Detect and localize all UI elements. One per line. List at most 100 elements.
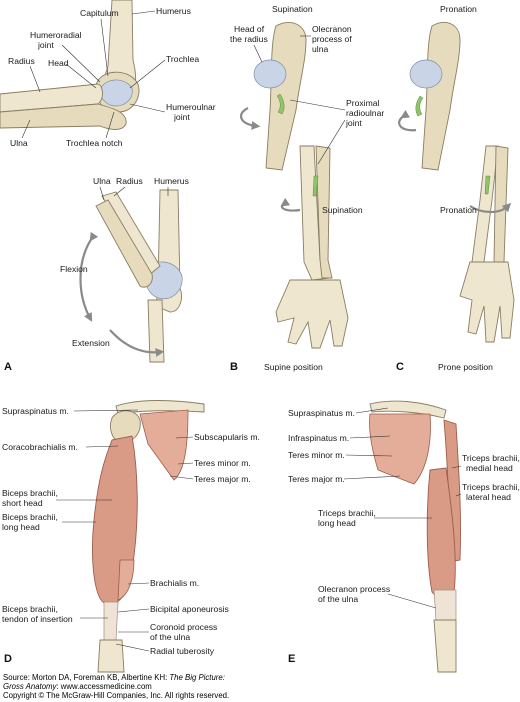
panel-a-flexion: Ulna Radius Humerus Flexion Extension A (4, 176, 189, 373)
label-e-infraspinatus: Infraspinatus m. (288, 433, 349, 443)
title-supination: Supination (272, 4, 313, 14)
label-d-coronoid-2: of the ulna (150, 632, 190, 642)
label-e-triceps-long-1: Triceps brachii, (318, 508, 376, 518)
label-d-subscapularis: Subscapularis m. (194, 432, 260, 442)
source-line-3: Copyright © The McGraw-Hill Companies, I… (3, 691, 230, 700)
label-radius: Radius (8, 56, 35, 66)
label-d-teres-minor: Teres minor m. (194, 458, 251, 468)
label-d-biceps-short-2: short head (2, 498, 43, 508)
label-ulna: Ulna (10, 138, 28, 148)
label-humerus-2: Humerus (154, 176, 189, 186)
title-pronation: Pronation (440, 4, 477, 14)
panel-c-pronation: Pronation Pronation Prone position C (396, 4, 515, 373)
label-d-biceps-tendon-1: Biceps brachii, (2, 604, 58, 614)
source-title-2: Gross Anatomy (3, 682, 57, 691)
label-humeroradial-1: Humeroradial (30, 30, 82, 40)
panel-letter-d: D (4, 653, 12, 665)
label-supination: Supination (322, 205, 363, 215)
label-e-triceps-medial-2: medial head (466, 463, 513, 473)
panel-letter-c: C (396, 361, 404, 373)
panel-d-anterior-arm: Supraspinatus m. Coracobrachialis m. Sub… (2, 400, 260, 673)
label-e-olecranon-2: of the ulna (318, 594, 358, 604)
source-line-1: Source: Morton DA, Foreman KB, Albertine… (3, 673, 225, 682)
caption-supine: Supine position (264, 362, 323, 372)
articular-cartilage (99, 79, 133, 107)
label-e-triceps-long-2: long head (318, 518, 356, 528)
label-proximal-2: radioulnar (346, 108, 384, 118)
source-url: : www.accessmedicine.com (56, 682, 152, 691)
label-d-biceps-short-1: Biceps brachii, (2, 488, 58, 498)
label-olecranon-b-2: process of (312, 34, 352, 44)
label-trochlea: Trochlea (166, 54, 199, 64)
ulna-b (315, 145, 333, 279)
ulna-c (493, 145, 509, 263)
label-head-of-radius-1: Head of (234, 24, 265, 34)
label-d-biceps-long-2: long head (2, 522, 40, 532)
label-humeroulnar-2: joint (173, 112, 190, 122)
label-d-teres-major: Teres major m. (194, 474, 251, 484)
forearm-d (97, 639, 125, 673)
humeral-head-d (109, 410, 141, 443)
label-d-brachialis: Brachialis m. (150, 578, 199, 588)
label-proximal-3: joint (345, 118, 362, 128)
label-d-bicipital-aponeurosis: Bicipital aponeurosis (150, 604, 229, 614)
ulna-bone (0, 103, 127, 130)
label-e-supraspinatus: Supraspinatus m. (288, 408, 355, 418)
triceps-medial-e (443, 419, 461, 563)
label-d-coracobrachialis: Coracobrachialis m. (2, 442, 78, 452)
label-humerus: Humerus (156, 6, 191, 16)
ulna-proximal-c (421, 22, 461, 171)
label-head: Head (48, 58, 69, 68)
source-title-1: The Big Picture: (169, 673, 225, 682)
label-flexion: Flexion (60, 264, 88, 274)
label-e-triceps-medial-1: Triceps brachii, (462, 453, 520, 463)
interosseous-c (484, 175, 491, 195)
label-d-radial-tuberosity: Radial tuberosity (150, 646, 215, 656)
label-d-biceps-tendon-2: tendon of insertion (2, 614, 73, 624)
annular-ligament-c (415, 95, 424, 117)
label-e-triceps-lateral-2: lateral head (466, 492, 511, 502)
panel-a-elbow-joint: Capitulum Humerus Humeroradial joint Rad… (0, 0, 216, 148)
caption-prone: Prone position (438, 362, 493, 372)
panel-letter-e: E (288, 653, 295, 665)
interosseous-b (312, 175, 319, 197)
hand-b (275, 279, 349, 349)
label-humeroulnar-1: Humeroulnar (166, 102, 216, 112)
panel-letter-a: A (4, 361, 12, 373)
forearm-e (433, 619, 457, 673)
label-e-teres-major: Teres major m. (288, 474, 345, 484)
label-olecranon-b-3: ulna (312, 44, 328, 54)
label-head-of-radius-2: the radius (230, 34, 268, 44)
label-olecranon-b-1: Olecranon (312, 24, 352, 34)
label-d-supraspinatus: Supraspinatus m. (2, 406, 69, 416)
panel-b-supination: Supination Head of the radius Olecranon … (230, 4, 384, 373)
biceps-tendon-d (103, 601, 119, 641)
infraspinatus-e (369, 413, 431, 485)
source-prefix: Source: Morton DA, Foreman KB, Albertine… (3, 673, 170, 682)
panel-letter-b: B (230, 361, 238, 373)
label-capitulum: Capitulum (80, 8, 119, 18)
radial-head-b (253, 59, 287, 89)
label-e-olecranon-1: Olecranon process (318, 584, 390, 594)
annular-ligament-b (276, 93, 285, 115)
brachialis-d (117, 559, 135, 601)
elbow-cartilage (145, 261, 183, 300)
label-d-biceps-long-1: Biceps brachii, (2, 512, 58, 522)
panel-e-posterior-arm: Supraspinatus m. Infraspinatus m. Teres … (288, 400, 520, 673)
label-e-triceps-lateral-1: Triceps brachii, (462, 482, 520, 492)
subscapularis-d (139, 409, 189, 481)
label-e-teres-minor: Teres minor m. (288, 450, 345, 460)
label-pronation: Pronation (440, 205, 477, 215)
source-line-2: Gross Anatomy: www.accessmedicine.com (3, 682, 152, 691)
label-d-coronoid-1: Coronoid process (150, 622, 217, 632)
forearm-lowered (147, 299, 165, 363)
radial-head-c (409, 59, 443, 89)
hand-c (459, 261, 515, 343)
label-ulna-2: Ulna (93, 176, 111, 186)
forearm-ulna-raised (95, 199, 153, 288)
label-proximal-1: Proximal (346, 98, 380, 108)
label-radius-2: Radius (116, 176, 143, 186)
label-trochlea-notch: Trochlea notch (66, 138, 123, 148)
label-extension: Extension (72, 338, 110, 348)
